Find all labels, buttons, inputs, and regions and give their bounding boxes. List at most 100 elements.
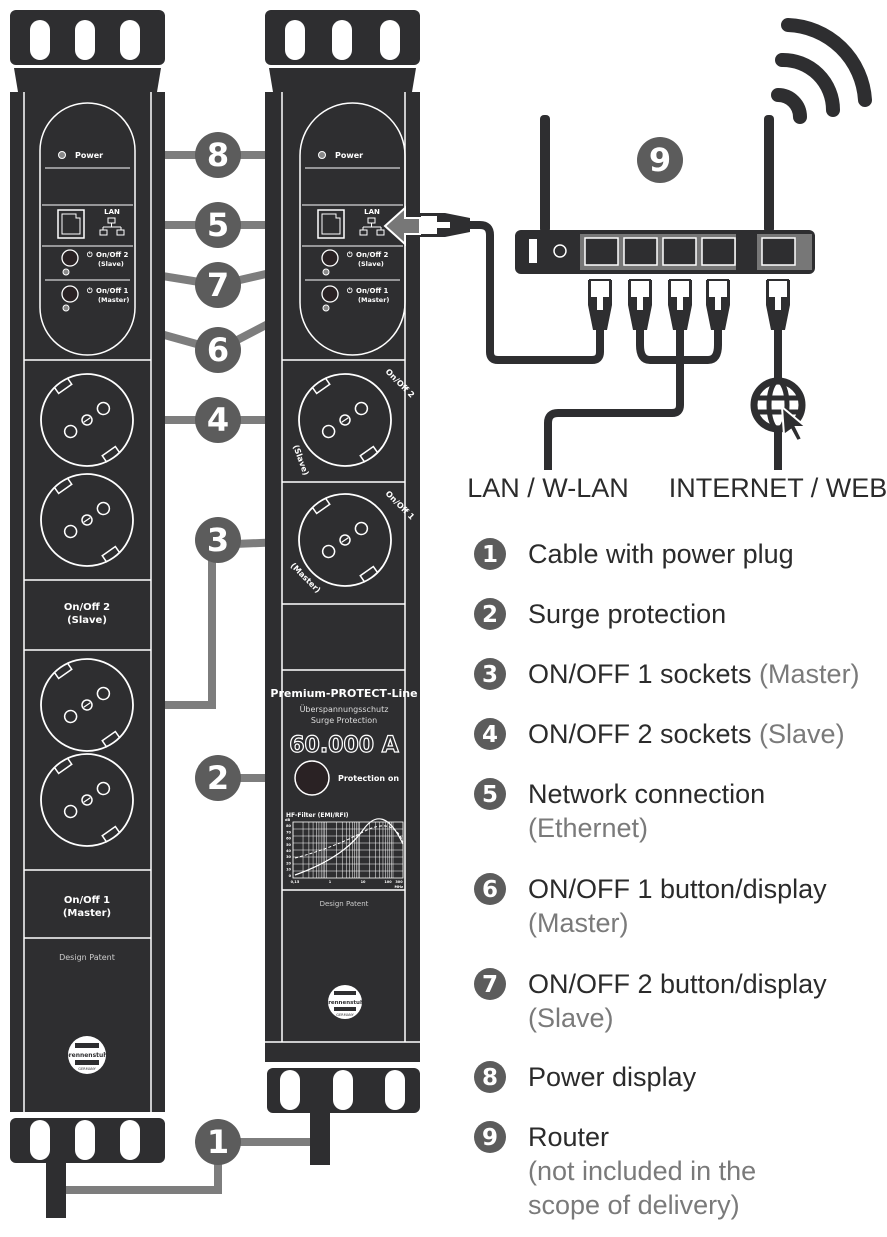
globe-cursor-icon: [750, 377, 809, 443]
svg-text:6: 6: [207, 331, 229, 369]
protection-label: Protection on: [338, 774, 399, 783]
legend-number: 1: [482, 542, 498, 568]
legend-marker: [474, 968, 506, 1000]
lan-label: LAN: [364, 208, 380, 216]
onoff1-button[interactable]: [321, 285, 339, 303]
antenna: [764, 115, 774, 233]
legend-number: 4: [482, 722, 498, 748]
legend-marker: [474, 538, 506, 570]
power-led: [58, 151, 66, 159]
callout-8: 8: [195, 132, 241, 178]
router-port[interactable]: [584, 237, 619, 266]
wifi-icon: [771, 18, 872, 124]
power-led: [318, 151, 326, 159]
callout-3: 3: [195, 517, 241, 563]
legend-number: 7: [482, 972, 498, 998]
legend-label: ON/OFF 1 button/display: [528, 874, 827, 904]
product-line-title: Premium-PROTECT-Line: [270, 687, 417, 700]
callout-7: 7: [195, 262, 241, 308]
ethernet-plug-icon: [668, 279, 692, 330]
onoff1-button[interactable]: [61, 285, 79, 303]
router-port[interactable]: [623, 237, 658, 266]
onoff1-label: On/Off 1: [96, 287, 129, 295]
filter-y-tick: 20: [286, 861, 291, 865]
onoff1-label: On/Off 1: [356, 287, 389, 295]
filter-curve: [294, 825, 404, 859]
power-label: Power: [335, 151, 363, 160]
section-label-master: On/Off 1: [64, 895, 110, 906]
router: LAN / W-LAN INTERNET / WEB: [383, 18, 887, 503]
onoff1-led: [62, 304, 70, 312]
legend-label: ON/OFF 2 sockets (Slave): [528, 719, 845, 749]
filter-x-tick: 100: [384, 880, 392, 884]
filter-x-tick: 1: [329, 880, 332, 884]
design-patent-label: Design Patent: [59, 953, 115, 962]
svg-text:5: 5: [207, 206, 229, 244]
filter-y-tick: 10: [286, 868, 291, 872]
ethernet-plug-icon: [419, 213, 470, 237]
socket: [298, 373, 392, 467]
control-panel: [39, 102, 136, 356]
legend-item-4: 4 ON/OFF 2 sockets (Slave): [474, 718, 845, 750]
svg-text:2: 2: [207, 759, 229, 797]
reset-button-icon: [553, 244, 567, 258]
legend-number: 8: [482, 1065, 498, 1091]
legend-marker: [474, 1121, 506, 1153]
svg-text:8: 8: [207, 136, 229, 174]
internet-web-label: INTERNET / WEB: [669, 473, 887, 503]
svg-text:1: 1: [207, 1123, 229, 1161]
legend-marker: [474, 718, 506, 750]
router-port[interactable]: [701, 237, 736, 266]
ethernet-plug-icon: [766, 279, 790, 330]
router-port[interactable]: [662, 237, 697, 266]
legend-marker: [474, 598, 506, 630]
callout-1: 1: [195, 1119, 241, 1165]
svg-text:brennenstuhl: brennenstuhl: [324, 1000, 366, 1006]
ethernet-plug-icon: [588, 279, 612, 330]
onoff2-sub: (Slave): [358, 260, 384, 268]
network-cable: [544, 330, 684, 470]
protection-indicator: [294, 760, 330, 796]
network-icon: [99, 217, 125, 236]
legend-sublabel: (Slave): [528, 1003, 614, 1033]
filter-y-tick: 50: [286, 843, 291, 847]
svg-text:9: 9: [649, 141, 671, 179]
legend-marker: [474, 1061, 506, 1093]
power-symbol-icon: ⏻: [87, 287, 93, 295]
surge-rating: 60.000 A: [289, 733, 399, 758]
onoff1-sub: (Master): [98, 296, 129, 304]
socket: [40, 373, 134, 467]
power-symbol-icon: ⏻: [347, 251, 353, 259]
svg-text:GERMANY: GERMANY: [336, 1013, 354, 1017]
svg-text:GERMANY: GERMANY: [78, 1067, 96, 1071]
filter-x-unit: MHz: [395, 885, 403, 889]
legend-label: ON/OFF 1 sockets (Master): [528, 659, 860, 689]
power-symbol-icon: ⏻: [347, 287, 353, 295]
legend-label: Surge protection: [528, 599, 726, 629]
legend-number: 3: [482, 662, 498, 688]
onoff2-button[interactable]: [61, 249, 79, 267]
legend-number: 9: [482, 1125, 498, 1151]
onoff2-sub: (Slave): [98, 260, 124, 268]
design-patent-label: Design Patent: [320, 900, 369, 908]
callout-5: 5: [195, 202, 241, 248]
onoff2-label: On/Off 2: [96, 251, 129, 259]
router-port[interactable]: [761, 237, 796, 266]
onoff2-button[interactable]: [321, 249, 339, 267]
brand-logo: brennenstuhl GERMANY: [64, 1036, 110, 1074]
power-switch-icon: [529, 239, 537, 263]
ethernet-plug-icon: [706, 279, 730, 330]
onoff1-sub: (Master): [358, 296, 389, 304]
legend-marker: [474, 778, 506, 810]
socket: [40, 658, 134, 752]
filter-title: HF-Filter (EMI/RFI): [286, 812, 349, 819]
legend-sublabel: (not included in the: [528, 1156, 756, 1186]
